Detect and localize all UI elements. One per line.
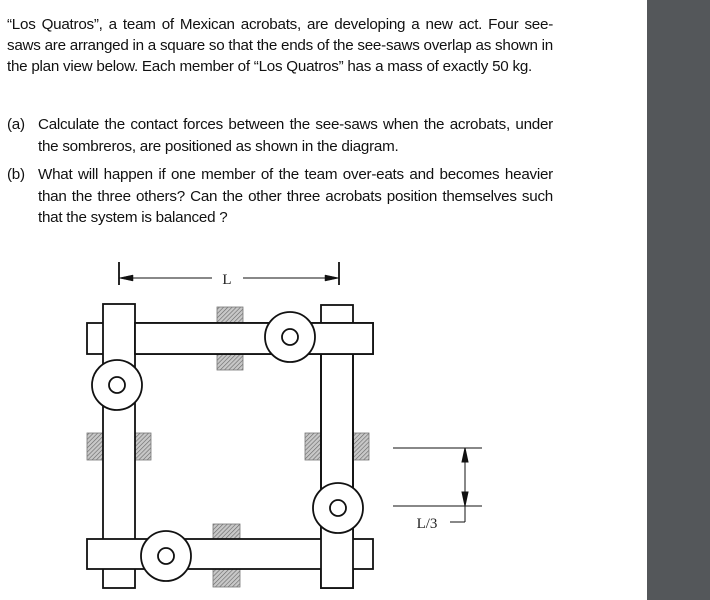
- problem-intro: “Los Quatros”, a team of Mexican acrobat…: [7, 16, 553, 75]
- support: [212, 523, 241, 540]
- acrobat-right: [312, 482, 364, 534]
- support: [304, 432, 322, 461]
- acrobat-left: [91, 359, 143, 411]
- question-a-label: (a): [7, 116, 25, 133]
- support: [216, 353, 244, 371]
- dimension-L-label: L: [222, 272, 231, 288]
- question-b-label: (b): [7, 166, 25, 183]
- acrobat-bottom: [140, 530, 192, 582]
- dimension-L3-label: L/3: [417, 516, 438, 532]
- support: [352, 432, 370, 461]
- support: [134, 432, 152, 461]
- seesaw-top-right-end: [134, 322, 374, 355]
- support: [86, 432, 104, 461]
- side-panel: [647, 0, 710, 600]
- question-b-text: What will happen if one member of the te…: [38, 166, 553, 226]
- acrobat-top: [264, 311, 316, 363]
- question-a: (a) Calculate the contact forces between…: [7, 114, 553, 157]
- support: [216, 306, 244, 324]
- seesaw-right-under: [320, 304, 354, 324]
- dimension-L3: [393, 447, 482, 523]
- support: [212, 568, 241, 588]
- dimension-L: [118, 262, 340, 285]
- question-a-text: Calculate the contact forces between the…: [38, 116, 553, 155]
- question-b: (b) What will happen if one member of th…: [7, 164, 553, 229]
